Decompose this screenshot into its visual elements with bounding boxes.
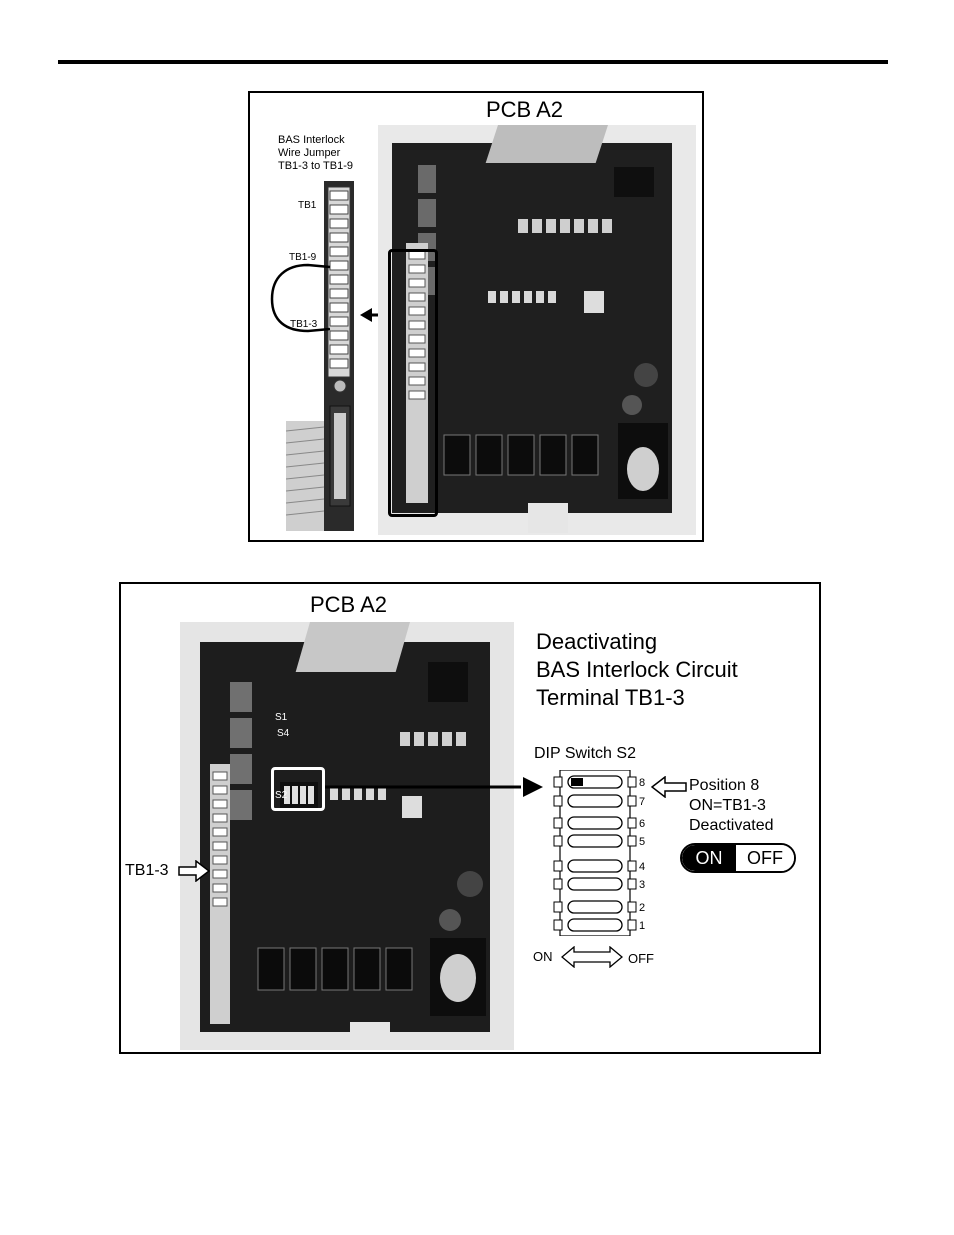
tb1-3-label: TB1-3 (125, 862, 169, 879)
inset-terminal-photo (286, 181, 356, 531)
board-label-s2: S2 (275, 790, 288, 801)
dip-slot (567, 816, 623, 830)
deactivating-heading: Deactivating BAS Interlock Circuit Termi… (536, 628, 738, 712)
pcb-photo-1 (378, 125, 696, 535)
dip-slot (567, 900, 623, 914)
header-rule (58, 60, 888, 64)
dip-tab-left (553, 776, 563, 788)
dip-tab-right (627, 901, 637, 913)
dip-position-label: 5 (639, 836, 646, 848)
double-arrow-icon (561, 946, 623, 968)
position-8-callout: Position 8 ON=TB1-3 Deactivated (689, 776, 774, 836)
inset-caption-line2: Wire Jumper (278, 147, 341, 159)
hollow-arrow-right-icon (178, 860, 210, 882)
inset-caption-line1: BAS Interlock (278, 134, 345, 146)
dip-off-label: OFF (628, 951, 654, 966)
label-tb1-9: TB1-9 (289, 252, 317, 263)
arrow-right-icon (325, 777, 543, 797)
figure-2-title: PCB A2 (310, 592, 388, 617)
dip-tab-right (627, 795, 637, 807)
dip-tab-right (627, 878, 637, 890)
dip-slot (567, 859, 623, 873)
dip-tab-right (627, 835, 637, 847)
dip-tab-right (627, 860, 637, 872)
label-tb1-3: TB1-3 (290, 319, 318, 330)
board-label-s1: S1 (275, 712, 288, 723)
dip-position-label: 1 (639, 920, 646, 932)
hollow-arrow-left-icon (651, 776, 687, 798)
dip-position-label: 4 (639, 861, 646, 873)
dip-tab-left (553, 919, 563, 931)
dip-tab-left (553, 795, 563, 807)
callout-line2: ON=TB1-3 (689, 797, 766, 814)
callout-line3: Deactivated (689, 817, 774, 834)
dip-slot (567, 877, 623, 891)
label-tb1: TB1 (298, 200, 317, 211)
dip-tab-right (627, 919, 637, 931)
dip-switch-diagram (546, 770, 666, 936)
figure-1: PCB A2 BAS Interlock Wire Jumper TB1-3 t… (248, 91, 704, 542)
dip-position-label: 6 (639, 818, 646, 830)
dip-switch-body (553, 770, 637, 936)
dip-tab-left (553, 817, 563, 829)
dip-slot (567, 794, 623, 808)
dip-position-label: 2 (639, 902, 646, 914)
toggle-off: OFF (736, 845, 794, 871)
pcb-photo-2 (180, 622, 514, 1050)
jumper-wire (270, 263, 331, 333)
dip-position-label: 7 (639, 796, 646, 808)
figure-1-title: PCB A2 (486, 97, 564, 122)
dip-tab-left (553, 901, 563, 913)
dip-tab-left (553, 835, 563, 847)
dip-switch-highlight (271, 767, 325, 811)
toggle-on: ON (682, 845, 736, 871)
dip-on-label: ON (533, 949, 553, 964)
dip-position-label: 3 (639, 879, 646, 891)
terminal-strip-highlight (388, 249, 438, 517)
heading-line2: BAS Interlock Circuit (536, 657, 738, 682)
on-off-toggle: ON OFF (680, 843, 796, 873)
board-label-s4: S4 (277, 728, 290, 739)
dip-position-label: 8 (639, 777, 646, 789)
dip-switch-title: DIP Switch S2 (534, 745, 636, 762)
dip-knob-on (571, 778, 583, 786)
heading-line3: Terminal TB1-3 (536, 685, 685, 710)
dip-tab-right (627, 776, 637, 788)
inset-caption-line3: TB1-3 to TB1-9 (278, 160, 353, 172)
callout-line1: Position 8 (689, 777, 760, 794)
dip-tab-left (553, 860, 563, 872)
dip-tab-left (553, 878, 563, 890)
heading-line1: Deactivating (536, 629, 658, 654)
inset-caption: BAS Interlock Wire Jumper TB1-3 to TB1-9 (278, 134, 353, 173)
figure-2: PCB A2 S1 S4 S2 TB1-3 (119, 582, 821, 1054)
dip-slot (567, 918, 623, 932)
dip-tab-right (627, 817, 637, 829)
dip-slot (567, 834, 623, 848)
